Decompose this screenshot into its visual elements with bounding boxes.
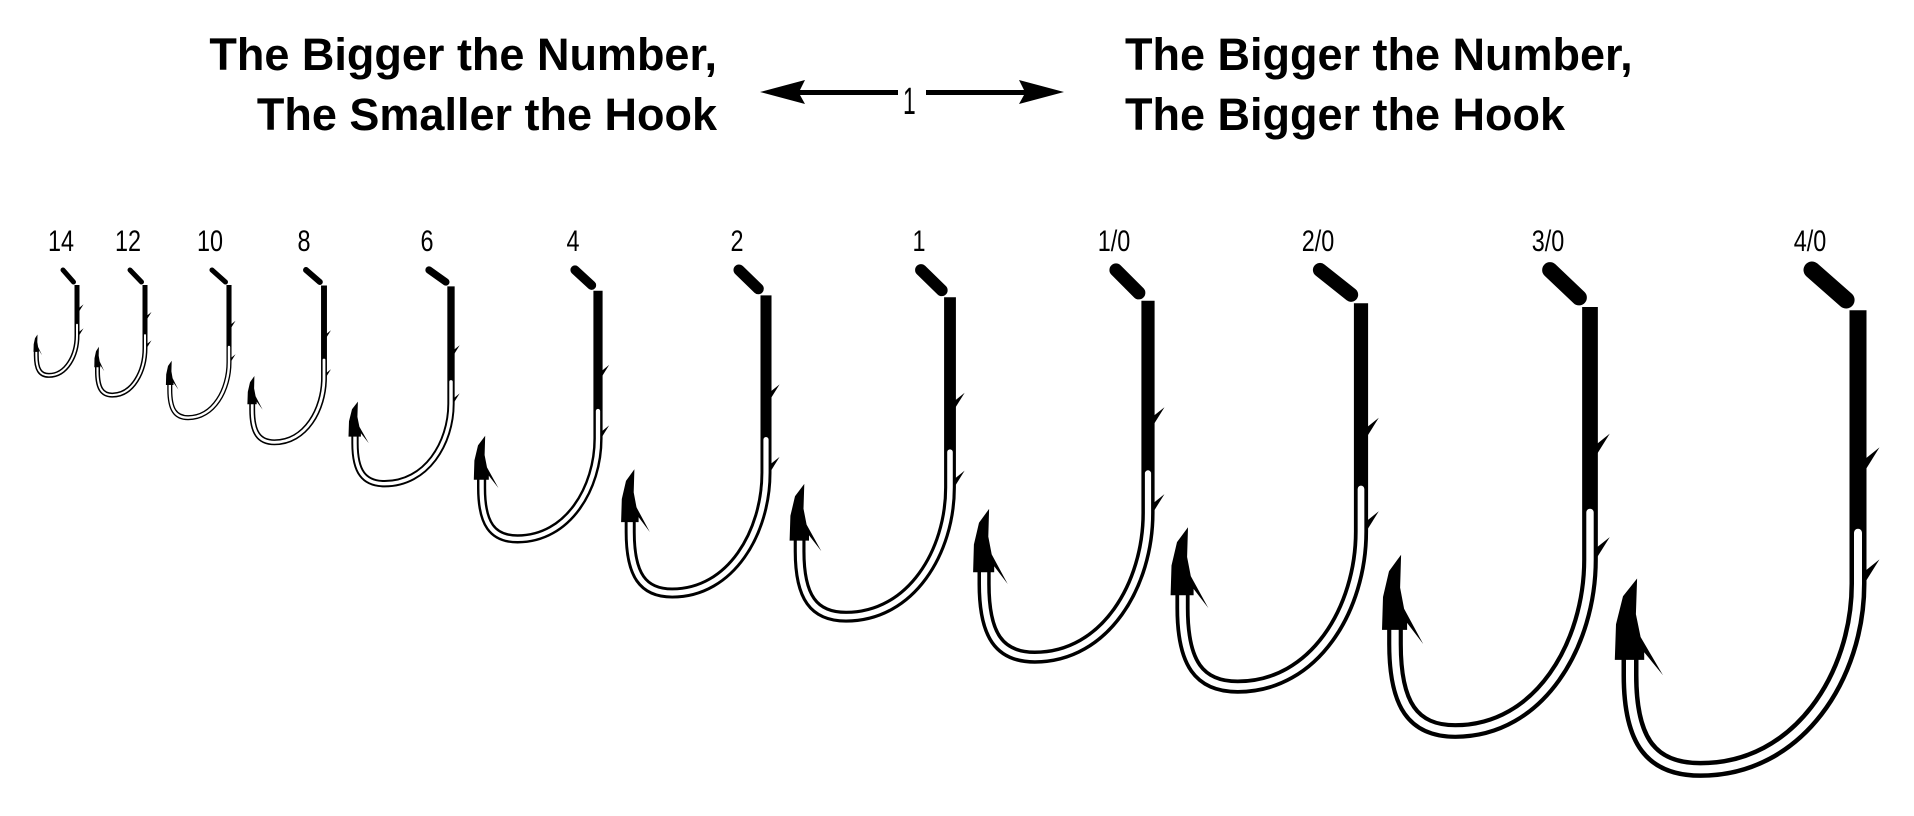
hook-wire-highlight <box>250 358 326 444</box>
center-number: 1 <box>903 81 916 123</box>
shank-barb <box>954 470 965 487</box>
hook-wire-highlight <box>1391 508 1594 735</box>
shank-barb <box>601 425 610 438</box>
hook-size-label: 2 <box>730 225 744 258</box>
hook-eye <box>570 265 597 290</box>
shank-barb <box>78 328 84 337</box>
hook-point <box>94 346 105 372</box>
left-heading-line-1: The Bigger the Number, <box>209 29 717 80</box>
left-heading: The Bigger the Number, The Smaller the H… <box>209 25 717 145</box>
hook-eye <box>425 266 450 286</box>
shank-barb <box>453 393 460 404</box>
hook-wire-highlight <box>980 470 1152 661</box>
hook-point <box>621 469 650 532</box>
hook-size-label: 6 <box>420 225 434 258</box>
shank-barb <box>325 330 331 339</box>
hook-size-label: 14 <box>47 225 75 258</box>
shank-barb <box>770 384 780 399</box>
hook-point <box>473 435 499 488</box>
hook-wire-highlight <box>96 334 147 397</box>
hook-wire-highlight <box>168 345 231 419</box>
shank-barb <box>1865 559 1880 582</box>
hook-eye <box>1109 263 1146 300</box>
hook-wire-highlight <box>796 449 953 620</box>
right-heading-line-1: The Bigger the Number, <box>1125 29 1633 80</box>
hook-wire-highlight <box>627 437 769 596</box>
hook-point <box>165 360 179 390</box>
hook-size-label: 2/0 <box>1301 225 1335 258</box>
hook-size-label: 10 <box>196 225 224 258</box>
shank-barb <box>1153 407 1165 425</box>
shank-barb <box>1153 494 1165 512</box>
hook-wire-highlight <box>35 323 78 377</box>
shank-barb <box>1367 511 1379 531</box>
shank-barb <box>325 369 331 378</box>
shank-barb <box>230 320 236 329</box>
hook-size-label: 8 <box>297 225 311 258</box>
hook-point <box>247 376 263 410</box>
hook-point <box>1382 554 1424 644</box>
hook-size-label: 4/0 <box>1793 225 1827 258</box>
hook-icon <box>1614 261 1880 778</box>
shank-barb <box>770 456 780 472</box>
hook-size-label: 1 <box>912 225 926 258</box>
shank-barb <box>453 345 460 355</box>
shank-barb <box>1596 537 1610 558</box>
hook-eye <box>60 267 76 285</box>
hook-size-label: 4 <box>566 225 580 258</box>
hook-icon <box>789 264 965 623</box>
double-arrow-icon <box>760 80 1064 104</box>
hook-icon <box>247 267 331 446</box>
hook-wire-highlight <box>353 380 453 486</box>
hook-icon <box>973 263 1165 664</box>
shank-barb <box>1367 417 1379 437</box>
hook-eye <box>1542 262 1587 306</box>
hook-point <box>1170 527 1209 608</box>
hook-eye <box>915 264 948 297</box>
hook-point <box>33 334 43 356</box>
hook-eye <box>1803 261 1855 309</box>
hook-icon <box>94 267 152 398</box>
hook-eye <box>733 264 764 295</box>
hook-size-label: 1/0 <box>1097 225 1131 258</box>
hook-point <box>789 483 822 552</box>
hook-icon <box>1382 262 1610 739</box>
left-heading-line-2: The Smaller the Hook <box>256 89 717 140</box>
right-heading: The Bigger the Number, The Bigger the Ho… <box>1125 25 1633 145</box>
hook-point <box>973 508 1008 584</box>
hook-wire-highlight <box>479 408 601 542</box>
hook-size-label: 3/0 <box>1531 225 1565 258</box>
shank-barb <box>1596 433 1610 455</box>
shank-barb <box>230 354 236 363</box>
hook-icon <box>165 267 236 421</box>
hook-wire-highlight <box>1626 528 1862 774</box>
shank-barb <box>1865 447 1880 470</box>
right-heading-line-2: The Bigger the Hook <box>1125 89 1566 140</box>
shank-barb <box>146 312 152 321</box>
hook-eye <box>127 267 144 285</box>
shank-barb <box>146 340 152 349</box>
shank-barb <box>78 304 84 313</box>
hook-icon <box>621 264 780 599</box>
hook-wire-highlight <box>1179 485 1365 690</box>
hook-icon <box>348 266 460 488</box>
hook-point <box>1614 578 1663 676</box>
hook-point <box>348 401 369 444</box>
hook-eye <box>209 267 228 285</box>
shank-barb <box>954 392 965 409</box>
hook-eye <box>1312 262 1359 302</box>
hook-icon <box>33 267 84 378</box>
hook-icon <box>473 265 610 544</box>
hook-icon <box>1170 262 1379 694</box>
shank-barb <box>601 364 610 378</box>
hook-size-label: 12 <box>114 225 142 258</box>
hook-eye <box>303 267 323 285</box>
